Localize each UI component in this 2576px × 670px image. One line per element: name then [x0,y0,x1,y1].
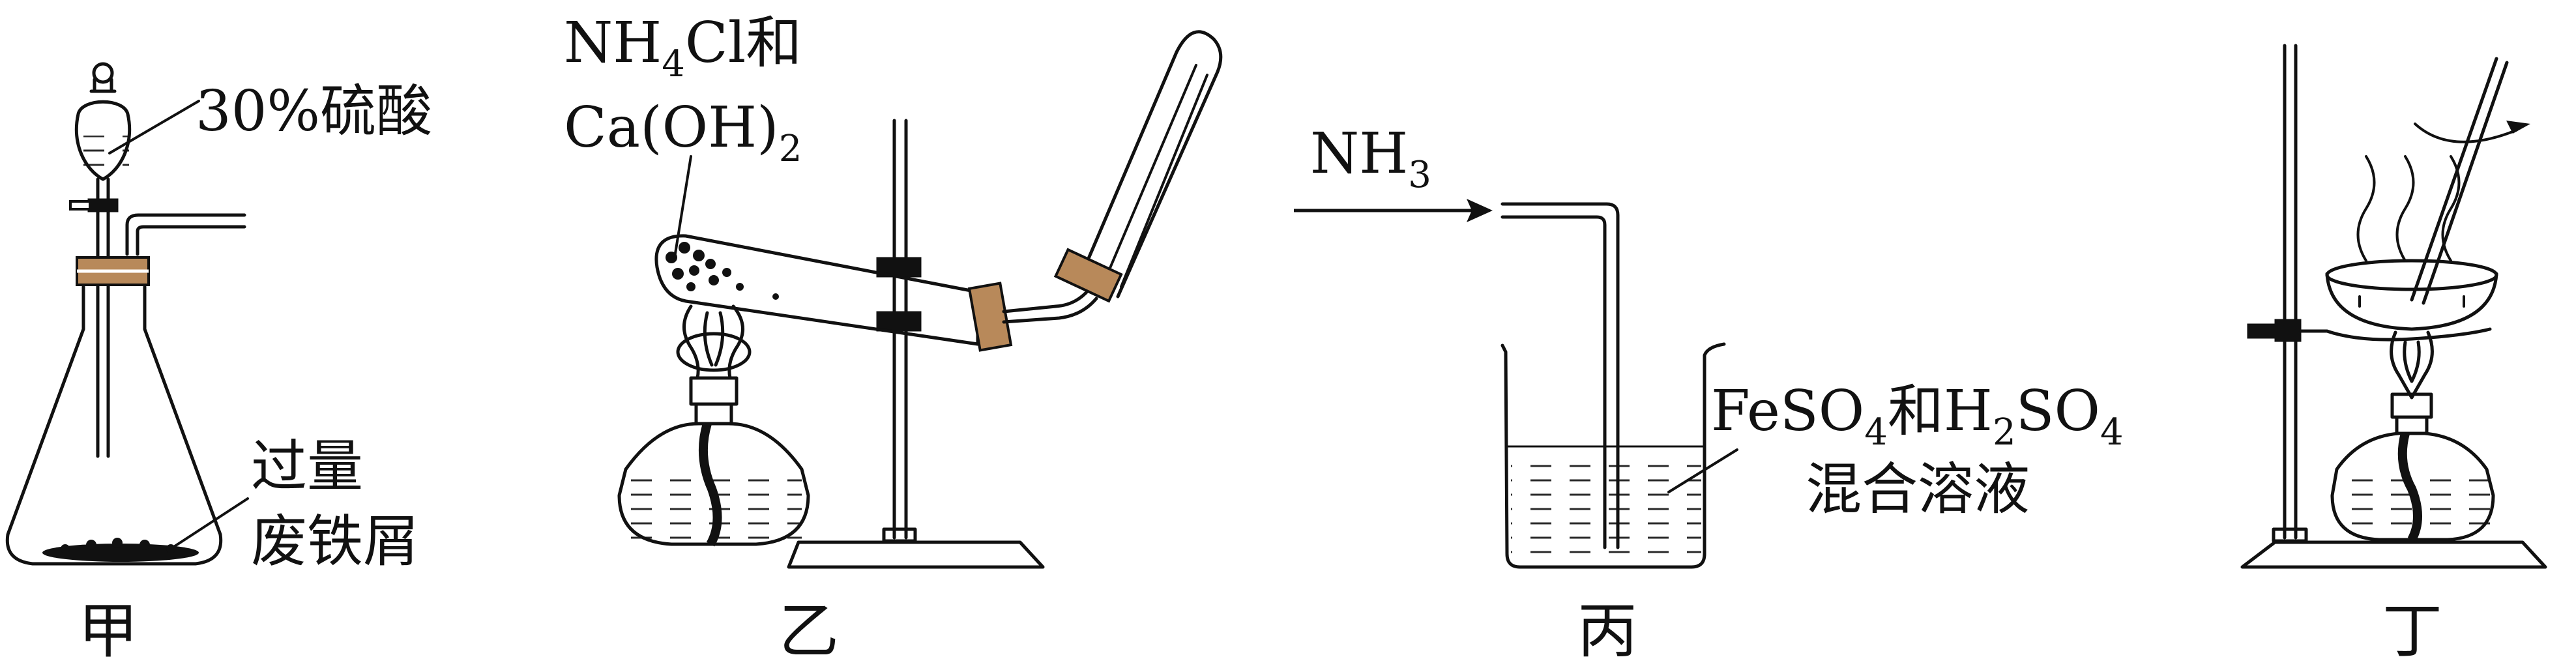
yi-reagent-label-2: Ca(OH)2 [564,95,802,170]
ring-support [2299,327,2492,342]
collection-tube-stopper [1053,248,1123,303]
flask-leader-line [171,497,249,549]
funnel-reagent-label: 30%硫酸 [196,79,432,144]
flask-reagent-label-1: 过量 [251,434,363,499]
clamp-lower [876,311,922,332]
lamp-flame [676,304,752,380]
solution-label-1: FeSO4和H2SO4 [1711,379,2124,454]
conical-flask [5,285,223,566]
apparatus-bing: NH3 FeSO4和H2SO4 混合溶液 丙 [1294,121,2124,666]
yi-leader-line [673,155,692,259]
ding-flame [2390,330,2434,400]
test-tube-stopper [967,282,1013,352]
apparatus-yi: NH4Cl和 Ca(OH)2 乙 [564,10,1223,666]
separatory-funnel [69,62,132,458]
caption-bing: 丙 [1577,596,1637,666]
apparatus-jia: 30%硫酸 过量 废铁屑 甲 [5,62,432,666]
yi-reagent-label-1: NH4Cl和 [564,10,802,85]
caption-yi: 乙 [779,596,839,666]
caption-ding: 丁 [2382,596,2442,666]
evaporating-dish [2325,259,2498,331]
beaker [1500,342,1726,569]
gas-delivery-tube [1500,202,1620,549]
alcohol-lamp [617,376,810,547]
stirring-arrow [2414,121,2530,143]
delivery-tube [125,213,246,256]
ding-alcohol-lamp [2330,392,2495,542]
gas-label: NH3 [1310,121,1431,196]
bing-leader-line [1667,448,1738,493]
delivery-tube-yi [1002,288,1098,324]
flask-reagent-label-2: 废铁屑 [251,509,419,574]
iron-scraps [42,538,199,562]
gas-inflow-arrow [1294,199,1493,222]
ring-stand [2240,44,2547,569]
glass-rod [2410,57,2509,305]
funnel-leader-line [108,100,200,154]
inverted-collection-tube [1080,30,1223,299]
ring-clamp [2274,319,2302,342]
apparatus-ding: 丁 [2240,44,2547,666]
solution-label-2: 混合溶液 [1806,457,2030,522]
solid-reagent [666,242,779,300]
caption-jia: 甲 [78,596,138,666]
